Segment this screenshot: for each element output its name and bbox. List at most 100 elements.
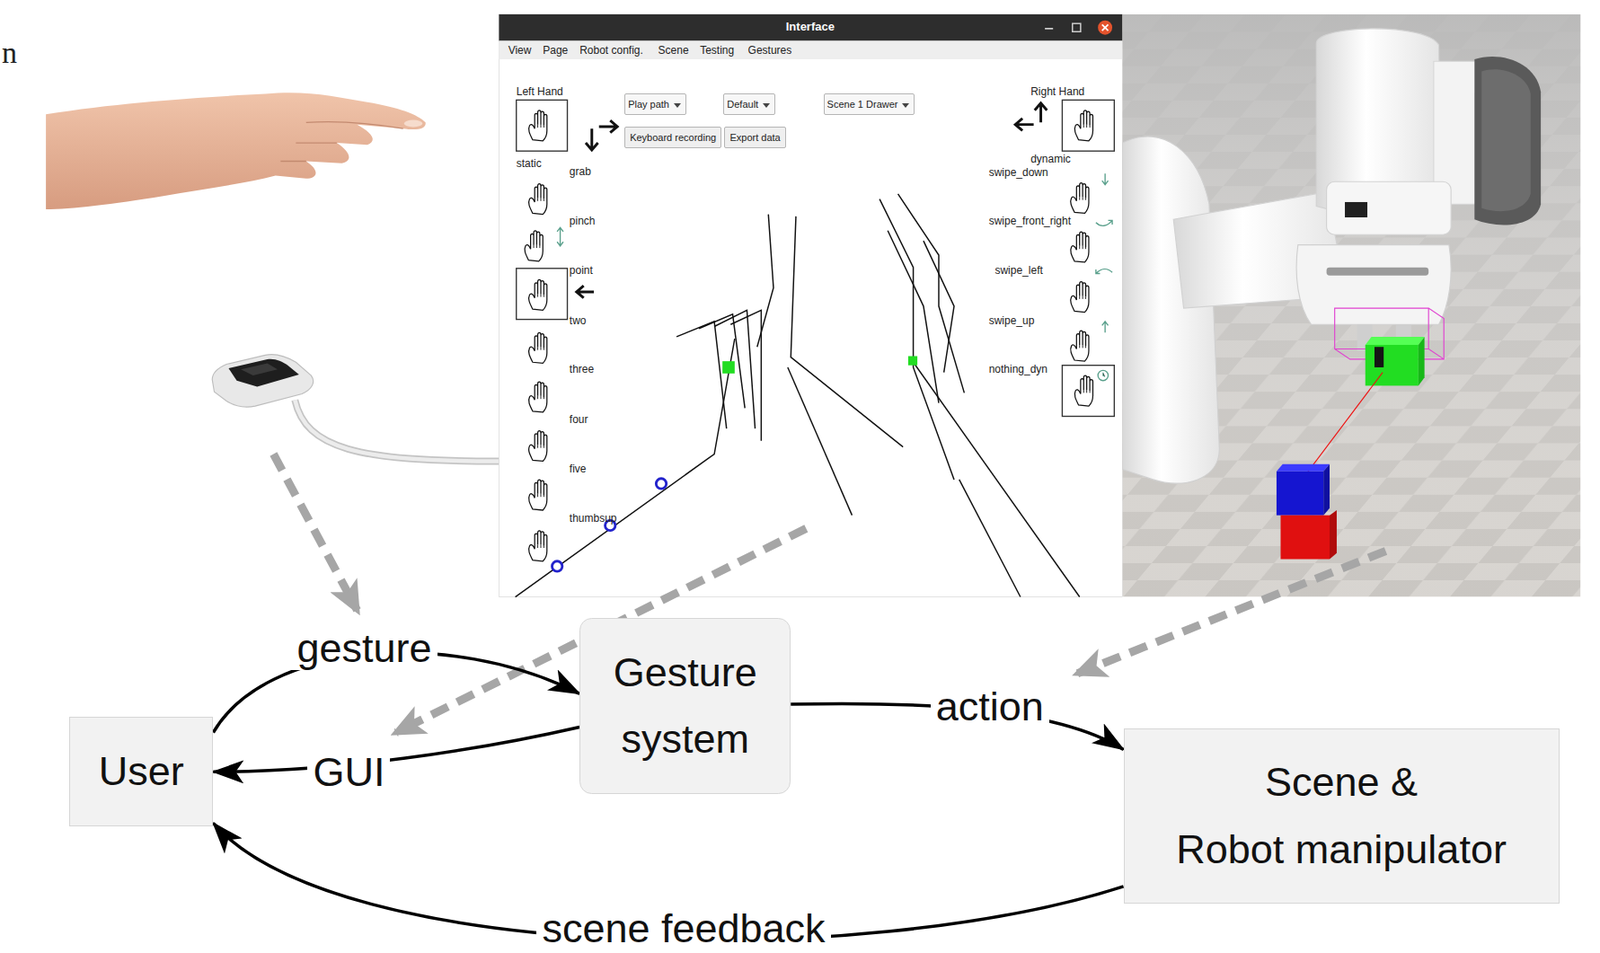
gui-window-part	[1102, 173, 1109, 185]
gui-window-part	[524, 230, 543, 262]
robot-scene-part	[1329, 510, 1337, 560]
gui-window-part	[1096, 220, 1113, 226]
robot-scene-part	[1474, 56, 1541, 226]
robot-scene-part	[1481, 69, 1531, 212]
gui-window-part	[1074, 375, 1093, 407]
hand-skeleton-part	[787, 367, 853, 516]
process-box: Scene & Robot manipulator	[1123, 728, 1560, 904]
node-text: Gesture system	[613, 639, 758, 774]
menu-item: Testing	[699, 44, 734, 57]
leap-motion-sensor-part	[228, 359, 299, 388]
leap-motion-sensor-part	[212, 354, 313, 407]
gui-window-part	[1061, 99, 1114, 151]
gui-window-part	[1072, 23, 1081, 32]
node-text: User	[98, 738, 185, 805]
node-text: Scene & Robot manipulator	[1175, 749, 1507, 884]
robot-scene-part	[1122, 14, 1581, 598]
gesture-name: swipe_down	[989, 166, 1049, 179]
gui-window-part	[516, 99, 568, 151]
gesture-name: two	[569, 314, 587, 328]
dropdown-field: Default	[723, 93, 776, 115]
menu-item: View	[508, 44, 532, 57]
gui-window-part	[1097, 20, 1113, 36]
flow-arrow	[212, 726, 580, 772]
gui-window-part	[585, 128, 599, 151]
process-box: Gesture system	[579, 618, 791, 794]
hand-skeleton-part	[722, 361, 735, 374]
edge-label: GUI	[307, 750, 390, 796]
robot-scene-part	[1276, 471, 1324, 516]
menu-item: Robot config.	[579, 44, 644, 57]
gui-window-part	[529, 332, 548, 363]
hand-skeleton-part	[551, 561, 562, 572]
gui-window-part	[1070, 282, 1089, 313]
menu-item: Scene	[658, 44, 690, 57]
gui-window-part	[516, 268, 568, 320]
gui-window-part	[556, 227, 564, 246]
gui-window-part	[529, 479, 548, 511]
gui-window-part	[1044, 27, 1053, 30]
hand-skeleton-part	[676, 321, 727, 429]
menu-item: Page	[542, 44, 568, 57]
actor-box: User	[69, 716, 213, 827]
hand-skeleton-part	[908, 355, 918, 365]
hand-skeleton-part	[714, 309, 755, 429]
dashed-pointer-arrows-part	[1077, 550, 1386, 673]
cropped-letter: n	[1, 36, 18, 70]
robot-scene-part	[1365, 344, 1419, 386]
gui-window-part	[1070, 330, 1089, 362]
gui-window-part	[1015, 118, 1034, 132]
hand-skeleton-part	[698, 314, 745, 408]
leap-motion-sensor-part	[294, 399, 499, 461]
group-label: dynamic	[1030, 152, 1071, 166]
menu-item: Gestures	[748, 44, 793, 57]
gesture-name: thumbsup	[569, 512, 618, 525]
gui-window-part	[498, 14, 1123, 42]
gui-window-part	[529, 431, 548, 462]
gui-window-part	[529, 381, 548, 413]
gesture-name: grab	[569, 165, 592, 178]
dashed-pointer-arrows	[273, 454, 1386, 734]
robot-scene	[1122, 14, 1581, 598]
gesture-name: pinch	[569, 214, 596, 228]
edge-label: action	[930, 684, 1050, 730]
panel-label: Left Hand	[516, 85, 564, 98]
hand-skeleton-part	[655, 478, 666, 489]
hand-skeleton-part	[913, 362, 1080, 597]
robot-scene-part	[1122, 14, 1581, 598]
gui-window-part	[498, 14, 1123, 598]
gui-window-part	[1034, 103, 1048, 124]
gesture-name: three	[569, 362, 594, 376]
gesture-name: nothing_dyn	[989, 362, 1048, 376]
gui-window-part	[1096, 269, 1113, 275]
group-label: static	[516, 157, 542, 170]
robot-scene-part	[1374, 346, 1384, 368]
gui-window-part	[1074, 110, 1093, 142]
robot-scene-part	[1301, 372, 1383, 480]
robot-scene-part	[1280, 515, 1330, 560]
leap-motion-sensor-part	[294, 399, 499, 461]
gui-window-part	[1070, 231, 1089, 263]
gui-window-part	[1102, 321, 1109, 333]
robot-scene-part	[1418, 336, 1425, 387]
robot-scene-part	[1276, 464, 1330, 472]
hand-skeleton-part	[959, 479, 1021, 598]
hand-skeleton-part	[515, 338, 735, 597]
gesture-name: swipe_up	[989, 314, 1035, 328]
panel-label: Right Hand	[1030, 85, 1085, 98]
leap-motion-sensor-part	[240, 362, 278, 376]
dropdown-field: Play path	[624, 93, 687, 115]
hand-illustration-part	[45, 92, 426, 210]
gesture-name: four	[569, 413, 589, 426]
hand-illustration-part	[404, 120, 423, 128]
gui-window-part	[498, 40, 1123, 59]
robot-scene-part	[1365, 336, 1425, 345]
gui-window-part	[1061, 365, 1114, 417]
robot-scene-part	[1326, 181, 1452, 235]
gesture-name: point	[569, 264, 593, 277]
dropdown-field: Scene 1 Drawer	[823, 93, 916, 115]
gui-window-part	[1103, 372, 1105, 378]
gui-window-part	[529, 110, 548, 142]
gui-window-part	[529, 279, 548, 310]
